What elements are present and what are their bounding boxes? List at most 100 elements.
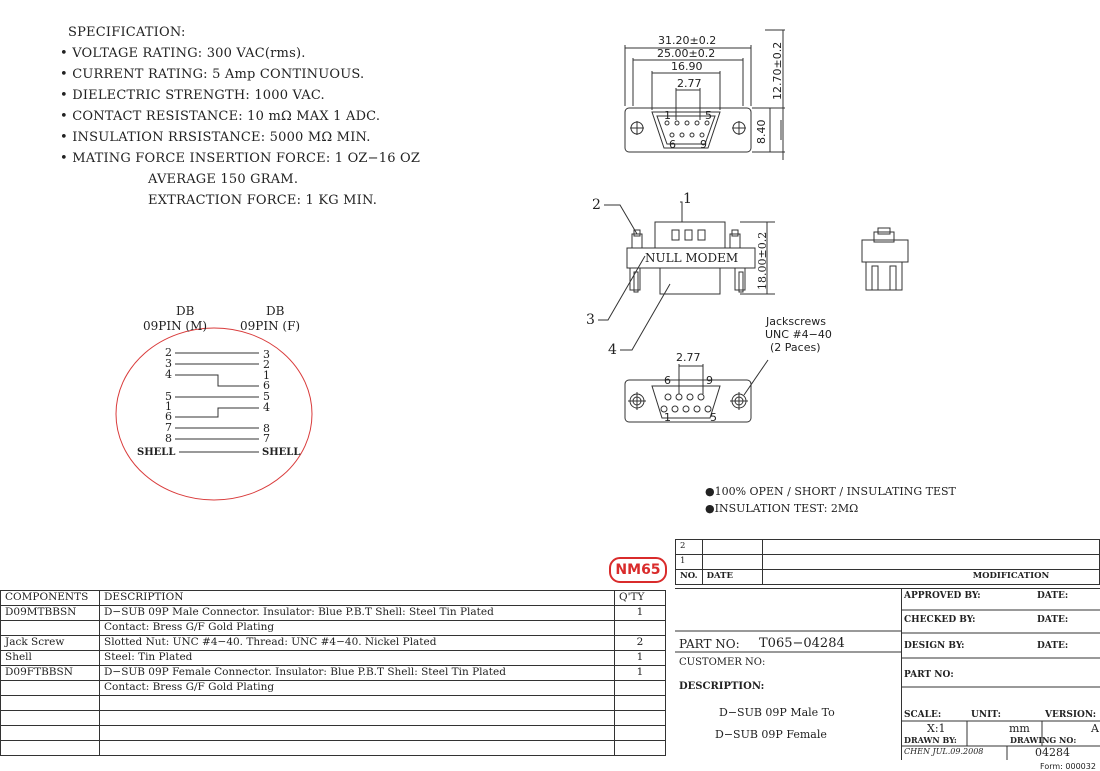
scale-value: X:1 bbox=[927, 722, 946, 735]
design-date-label: DATE: bbox=[1037, 641, 1069, 651]
wire-pin-right: 5 bbox=[263, 390, 270, 403]
version-value: A bbox=[1091, 722, 1099, 735]
component-qty bbox=[614, 740, 666, 756]
rev-header: MODIFICATION bbox=[761, 569, 1100, 585]
jackscrews-label: (2 Paces) bbox=[770, 341, 821, 354]
callout-number: 1 bbox=[683, 191, 692, 207]
top-view-labels: 31.20±0.2 25.00±0.2 16.90 2.77 12.70±0.2… bbox=[657, 34, 784, 151]
spec-item: AVERAGE 150 GRAM. bbox=[148, 172, 299, 187]
component-desc: D−SUB 09P Male Connector. Insulator: Blu… bbox=[99, 605, 615, 621]
title-block-grid bbox=[675, 588, 1100, 760]
callout-number: 3 bbox=[586, 312, 595, 328]
description-line: D−SUB 09P Male To bbox=[719, 706, 835, 719]
wire-lines bbox=[175, 352, 259, 453]
dim-pitch: 2.77 bbox=[677, 77, 702, 90]
component-desc: Contact: Bress G/F Gold Plating bbox=[99, 620, 615, 636]
component-qty bbox=[614, 710, 666, 726]
wire-pin-left: SHELL bbox=[137, 447, 175, 458]
component-qty bbox=[614, 725, 666, 741]
wire-pin-right: SHELL bbox=[262, 447, 300, 458]
component-code: Jack Screw bbox=[0, 635, 100, 651]
top-view-drawing bbox=[624, 29, 785, 160]
wiring-right-header: 09PIN (F) bbox=[240, 319, 300, 333]
dim-pitch-bottom: 2.77 bbox=[676, 351, 701, 364]
approved-date-label: DATE: bbox=[1037, 591, 1069, 601]
component-desc bbox=[99, 740, 615, 756]
pin-label: 6 bbox=[664, 374, 671, 387]
drawing-no-label: DRAWING NO: bbox=[1010, 735, 1077, 745]
wiring-diagram: DB 09PIN (M) DB 09PIN (F) 2 3 4 5 1 6 7 … bbox=[115, 304, 313, 501]
wire-pin-left: 6 bbox=[165, 410, 172, 423]
dim-shell: 16.90 bbox=[671, 60, 703, 73]
description-line: D−SUB 09P Female bbox=[715, 728, 827, 741]
title-block: APPROVED BY: DATE: CHECKED BY: DATE: DES… bbox=[675, 588, 1100, 760]
bottom-view-labels: 2.77 6 9 1 5 Jackscrews UNC #4−40 (2 Pac… bbox=[664, 315, 832, 424]
wire-pin-right: 8 bbox=[263, 422, 270, 435]
component-code bbox=[0, 710, 100, 726]
spec-item: • VOLTAGE RATING: 300 VAC(rms). bbox=[60, 46, 306, 61]
component-code: Shell bbox=[0, 650, 100, 666]
component-desc: D−SUB 09P Female Connector. Insulator: B… bbox=[99, 665, 615, 681]
rev-cell: 2 bbox=[675, 539, 703, 555]
pin-label: 1 bbox=[664, 109, 671, 122]
specification-block: SPECIFICATION: • VOLTAGE RATING: 300 VAC… bbox=[60, 22, 420, 211]
jackscrews-label: UNC #4−40 bbox=[765, 328, 832, 341]
wire-pin-left: 2 bbox=[165, 346, 172, 359]
pin-label: 1 bbox=[664, 411, 671, 424]
description-label: DESCRIPTION: bbox=[679, 681, 765, 692]
wiring-circle bbox=[115, 327, 313, 501]
side-view-drawing bbox=[598, 201, 909, 351]
wiring-right-header: DB bbox=[266, 304, 285, 318]
bottom-view-drawing bbox=[624, 359, 769, 423]
pin-label: 5 bbox=[705, 109, 712, 122]
spec-title: SPECIFICATION: bbox=[68, 25, 186, 40]
spec-item: EXTRACTION FORCE: 1 KG MIN. bbox=[148, 193, 378, 208]
component-qty: 1 bbox=[614, 665, 666, 681]
component-desc: Slotted Nut: UNC #4−40. Thread: UNC #4−4… bbox=[99, 635, 615, 651]
wiring-left-header: DB bbox=[176, 304, 195, 318]
unit-value: mm bbox=[1009, 722, 1030, 735]
wire-pin-left: 7 bbox=[165, 421, 172, 434]
dim-overall: 31.20±0.2 bbox=[658, 34, 716, 47]
pin-label: 9 bbox=[706, 374, 713, 387]
components-header: COMPONENTS bbox=[0, 590, 100, 606]
wiring-left-header: 09PIN (M) bbox=[143, 319, 207, 333]
component-code bbox=[0, 620, 100, 636]
component-code: D09MTBBSN bbox=[0, 605, 100, 621]
wire-pin-right: 4 bbox=[263, 401, 270, 414]
spec-item: • DIELECTRIC STRENGTH: 1000 VAC. bbox=[60, 88, 325, 103]
drawn-by-value: CHEN JUL.09.2008 bbox=[904, 747, 984, 756]
unit-label: UNIT: bbox=[971, 710, 1001, 720]
part-no-label-2: PART NO: bbox=[904, 670, 954, 680]
drawing-no-value: 04284 bbox=[1035, 746, 1070, 759]
component-qty: 1 bbox=[614, 605, 666, 621]
spec-item: • MATING FORCE INSERTION FORCE: 1 OZ−16 … bbox=[60, 151, 421, 166]
wire-pin-left: 4 bbox=[165, 368, 172, 381]
dim-side-height: 18.00±0.2 bbox=[756, 232, 769, 290]
form-number: Form: 000032 bbox=[1040, 762, 1096, 771]
test-note: ●INSULATION TEST: 2MΩ bbox=[705, 502, 859, 515]
spec-item: • INSULATION RRSISTANCE: 5000 MΩ MIN. bbox=[60, 130, 371, 145]
wire-pin-right: 2 bbox=[263, 358, 270, 371]
approved-by-label: APPROVED BY: bbox=[904, 591, 981, 601]
components-header: DESCRIPTION bbox=[99, 590, 615, 606]
jackscrews-label: Jackscrews bbox=[765, 315, 826, 328]
component-desc: Steel: Tin Plated bbox=[99, 650, 615, 666]
rev-header: DATE bbox=[701, 569, 763, 585]
checked-by-label: CHECKED BY: bbox=[904, 615, 976, 625]
wire-pin-right: 3 bbox=[263, 348, 270, 361]
component-qty: 2 bbox=[614, 635, 666, 651]
wire-pin-right: 7 bbox=[263, 432, 270, 445]
pin-label: 5 bbox=[710, 411, 717, 424]
part-no-label: PART NO: bbox=[679, 637, 740, 651]
scale-label: SCALE: bbox=[904, 710, 942, 720]
spec-item: • CONTACT RESISTANCE: 10 mΩ MAX 1 ADC. bbox=[60, 109, 381, 124]
rev-header: NO. bbox=[675, 569, 703, 585]
drawn-by-label: DRAWN BY: bbox=[904, 735, 957, 745]
component-qty bbox=[614, 620, 666, 636]
wire-pin-right: 1 bbox=[263, 369, 270, 382]
model-badge: NM65 bbox=[609, 557, 667, 583]
pin-label: 9 bbox=[700, 138, 707, 151]
